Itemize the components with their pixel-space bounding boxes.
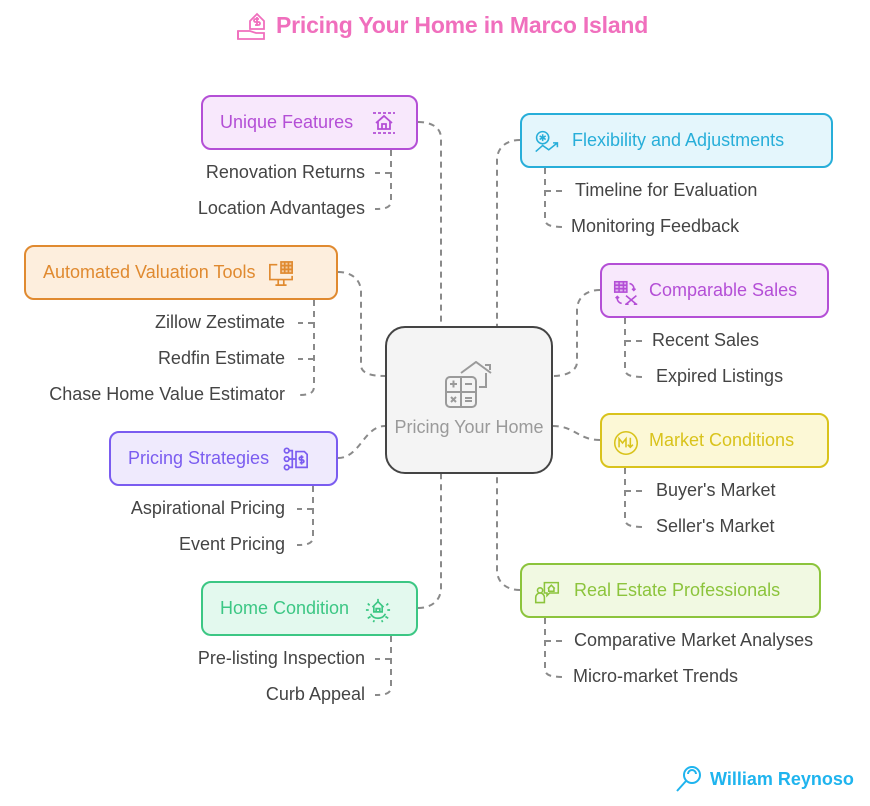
sub-event-pricing: Event Pricing <box>178 534 285 554</box>
node-label: Real Estate Professionals <box>574 580 781 600</box>
node-label: Home Condition <box>220 598 350 618</box>
sub-micro-market-trends: Micro-market Trends <box>573 666 739 686</box>
connector-market <box>552 425 601 441</box>
connector-strategies-sub <box>296 486 314 546</box>
title-text: Pricing Your Home in Marco Island <box>276 11 649 38</box>
node-unique-features[interactable]: Unique Features <box>201 95 418 150</box>
sub-monitoring-feedback: Monitoring Feedback <box>571 216 740 236</box>
sub-renovation-returns: Renovation Returns <box>205 162 365 182</box>
node-pricing-strategies[interactable]: Pricing Strategies <box>109 431 338 486</box>
hand-house-dollar-icon <box>236 9 268 41</box>
sub-buyers-market: Buyer's Market <box>656 480 776 500</box>
node-label: Automated Valuation Tools <box>43 262 256 282</box>
connector-home-sub <box>374 636 392 696</box>
connector-home-condition <box>417 474 442 609</box>
sub-pre-listing-inspection: Pre-listing Inspection <box>197 648 365 668</box>
connector-market-sub <box>624 468 646 528</box>
node-automated-valuation[interactable]: Automated Valuation Tools <box>24 245 338 300</box>
sub-sellers-market: Seller's Market <box>656 516 775 536</box>
magnifier-icon <box>674 764 704 794</box>
connector-comparable <box>552 289 601 377</box>
sub-comparative-market-analyses: Comparative Market Analyses <box>574 630 814 650</box>
spreadsheet-exchange-icon <box>613 278 639 305</box>
monitor-calculator-icon <box>268 260 294 286</box>
connector-unique-features <box>417 121 442 326</box>
center-node[interactable]: Pricing Your Home <box>385 326 553 474</box>
author-credit[interactable]: William Reynoso <box>674 764 854 794</box>
sub-curb-appeal: Curb Appeal <box>265 684 365 704</box>
node-label: Pricing Strategies <box>128 448 270 468</box>
sub-timeline-evaluation: Timeline for Evaluation <box>575 180 758 200</box>
node-market-conditions[interactable]: Market Conditions <box>600 413 829 468</box>
house-gear-icon <box>365 596 391 622</box>
sub-expired-listings: Expired Listings <box>656 366 784 386</box>
node-label: Flexibility and Adjustments <box>572 130 785 150</box>
node-label: Market Conditions <box>649 430 795 450</box>
sub-recent-sales: Recent Sales <box>652 330 760 350</box>
connector-flexibility <box>496 139 521 326</box>
connector-flexibility-sub <box>544 168 566 228</box>
node-comparable-sales[interactable]: Comparable Sales <box>600 263 829 318</box>
sub-redfin-estimate: Redfin Estimate <box>157 348 285 368</box>
page-title: Pricing Your Home in Marco Island <box>236 8 648 42</box>
agent-house-icon <box>534 578 560 604</box>
market-down-icon <box>613 428 639 455</box>
connector-professionals <box>496 474 521 591</box>
node-real-estate-professionals[interactable]: Real Estate Professionals <box>520 563 821 618</box>
node-flexibility[interactable]: Flexibility and Adjustments <box>520 113 833 168</box>
connector-professionals-sub <box>544 618 566 678</box>
connector-automated <box>337 271 386 377</box>
sub-chase-estimator: Chase Home Value Estimator <box>49 384 285 404</box>
sub-aspirational-pricing: Aspirational Pricing <box>130 498 285 518</box>
center-label: Pricing Your Home <box>394 417 544 437</box>
author-name: William Reynoso <box>710 768 854 789</box>
node-label: Comparable Sales <box>649 280 798 300</box>
adjust-trend-icon <box>534 128 560 154</box>
sub-zillow-zestimate: Zillow Zestimate <box>154 312 285 332</box>
flow-dollar-icon <box>283 446 309 472</box>
node-label: Unique Features <box>220 112 354 132</box>
node-home-condition[interactable]: Home Condition <box>201 581 418 636</box>
sub-location-advantages: Location Advantages <box>197 198 365 218</box>
connector-strategies <box>337 425 386 459</box>
connector-unique-sub <box>374 150 392 210</box>
connector-automated-sub <box>297 300 315 396</box>
calculator-house-icon <box>443 361 495 411</box>
connector-comparable-sub <box>624 318 646 378</box>
house-frame-icon <box>371 110 397 136</box>
